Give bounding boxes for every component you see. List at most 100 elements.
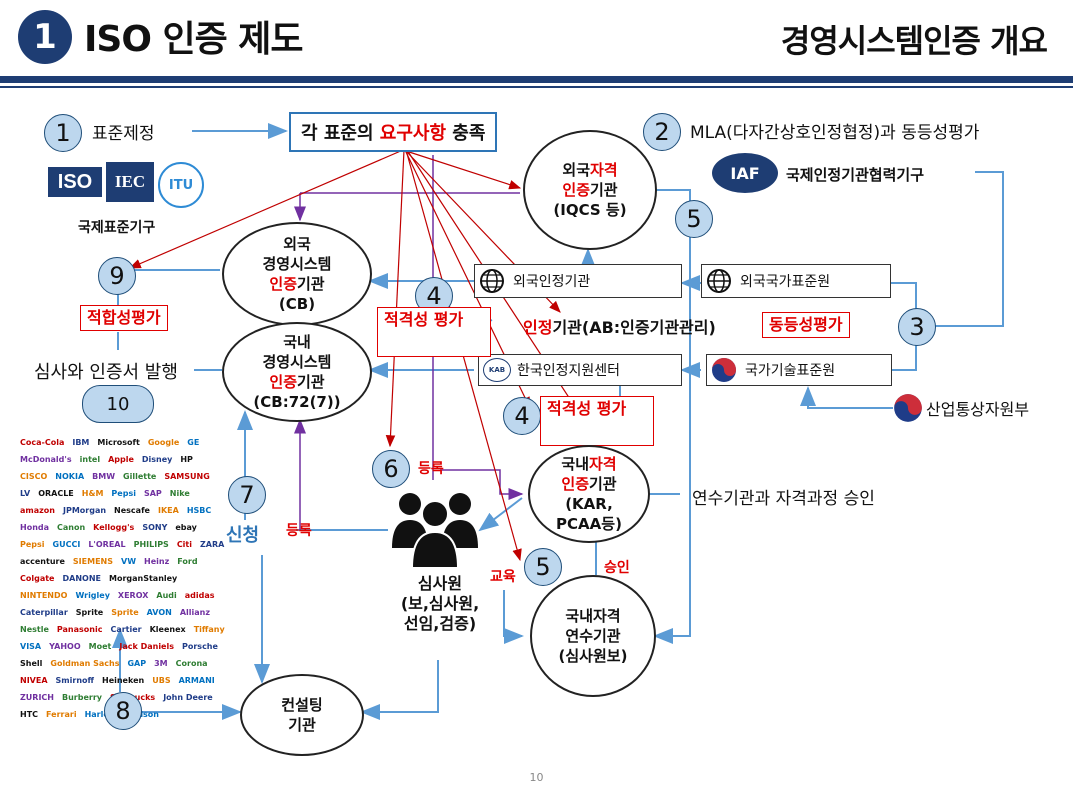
standard-setting-label: 표준제정	[92, 124, 155, 144]
company-logo: AVON	[146, 608, 172, 617]
company-logo: Ferrari	[46, 710, 77, 719]
step-10-badge: 10	[82, 385, 154, 423]
company-logo: ZURICH	[20, 693, 54, 702]
company-logo: Allianz	[179, 608, 211, 617]
company-logo: GE	[187, 438, 200, 447]
fc-line3-rest: 기관	[297, 275, 325, 293]
iso-logo: ISO	[48, 167, 102, 197]
company-logo: Sprite	[75, 608, 104, 617]
header-divider	[0, 76, 1073, 83]
requirements-box: 각 표준의 요구사항 충족	[289, 112, 498, 152]
company-logo: H&M	[81, 489, 104, 498]
company-logo: VISA	[20, 642, 42, 651]
domestic-cert-body: 국내 경영시스템 인증기관 (CB:72(7))	[222, 322, 372, 422]
step-3-badge: 3	[898, 308, 936, 346]
company-logo: NOKIA	[55, 472, 85, 481]
company-logo: ZARA	[200, 540, 225, 549]
company-logo: Disney	[141, 455, 173, 464]
dt-line2: 연수기관	[565, 627, 621, 645]
company-logo: HTC	[20, 710, 39, 719]
company-logo: IBM	[72, 438, 90, 447]
consulting-line2: 기관	[288, 716, 316, 734]
company-logo: Pepsi	[20, 540, 45, 549]
foreign-cert-body: 외국 경영시스템 인증기관 (CB)	[222, 222, 372, 326]
company-logo: Google	[147, 438, 180, 447]
auditor-line3: 선임,검증)	[403, 614, 477, 633]
fc-line1: 외국	[283, 235, 311, 253]
taeguk-icon	[894, 394, 922, 422]
training-approval-label: 연수기관과 자격과정 승인	[692, 489, 875, 509]
company-logo: Nike	[169, 489, 190, 498]
accreditation-body-label: 인정기관(AB:인증기관관리)	[523, 314, 716, 338]
company-logo: UBS	[152, 676, 171, 685]
domestic-qualification-body: 국내자격 인증기관 (KAR, PCAA등)	[528, 445, 650, 543]
dc-line3-rest: 기관	[297, 373, 325, 391]
fq-line2-red: 인증	[562, 181, 590, 199]
company-logo: Apple	[108, 455, 134, 464]
dq-line2-rest: 기관	[589, 475, 617, 493]
dq-line1-a: 국내	[561, 455, 589, 473]
company-logo: YAHOO	[49, 642, 81, 651]
intl-std-org-label: 국제표준기구	[78, 220, 156, 236]
company-logo: Wrigley	[75, 591, 110, 600]
page-number: 10	[529, 771, 544, 784]
foreign-nsb-label: 외국국가표준원	[740, 274, 831, 290]
kab-logo: KAB	[483, 358, 511, 382]
company-logo: GUCCI	[52, 540, 81, 549]
consulting-body: 컨설팅 기관	[240, 674, 364, 756]
company-logo: Tiffany	[193, 625, 225, 634]
company-logo: L'OREAL	[88, 540, 126, 549]
step-8-badge: 8	[104, 692, 142, 730]
section-title: 경영시스템인증 개요	[780, 22, 1048, 60]
register-label-1: 등록	[418, 461, 444, 477]
company-logo: Colgate	[20, 574, 55, 583]
company-logo: Shell	[20, 659, 43, 668]
dq-line3: (KAR,	[565, 495, 613, 513]
company-logo: Kleenex	[149, 625, 186, 634]
company-logo: amazon	[20, 506, 55, 515]
company-logo: 3M	[154, 659, 168, 668]
company-logo: XEROX	[117, 591, 149, 600]
company-logo: John Deere	[163, 693, 213, 702]
company-logo: SAMSUNG	[164, 472, 210, 481]
company-logo: IKEA	[157, 506, 179, 515]
company-logo: LV	[20, 489, 31, 498]
company-logo: Panasonic	[56, 625, 103, 634]
company-logo: Smirnoff	[55, 676, 94, 685]
auditor-line1: 심사원	[417, 574, 463, 593]
company-logo: Coca-Cola	[20, 438, 65, 447]
kats-box: 국가기술표준원	[706, 354, 892, 386]
company-logo: SIEMENS	[72, 557, 113, 566]
step-5-badge-top: 5	[675, 200, 713, 238]
dq-line4: PCAA등)	[556, 515, 622, 533]
auditor-label: 심사원 (보,심사원, 선임,검증)	[380, 574, 500, 634]
company-logo: PHILIPS	[133, 540, 169, 549]
dq-line2-red: 인증	[561, 475, 589, 493]
company-logo: DANONE	[62, 574, 101, 583]
fq-line2-rest: 기관	[590, 181, 618, 199]
accreditation-rest: 기관(AB:인증기관관리)	[552, 318, 716, 337]
company-logo: Cartier	[110, 625, 142, 634]
company-logo: Canon	[57, 523, 86, 532]
company-logo: Porsche	[182, 642, 218, 651]
people-group-icon	[392, 493, 478, 569]
motie-label: 산업통상자원부	[926, 400, 1030, 419]
company-logo: ARMANI	[178, 676, 215, 685]
fq-line3: (IQCS 등)	[553, 201, 627, 219]
dq-line1-red: 자격	[589, 455, 617, 473]
step-9-badge: 9	[98, 257, 136, 295]
conformity-eval-box: 적합성평가	[80, 305, 168, 331]
company-logo: Caterpillar	[20, 608, 68, 617]
company-logo: Heineken	[102, 676, 145, 685]
company-logo: Heinz	[144, 557, 170, 566]
company-logo: HP	[180, 455, 193, 464]
company-logo: ebay	[175, 523, 197, 532]
company-logo: SONY	[142, 523, 168, 532]
mla-label: MLA(다자간상호인정협정)과 동등성평가	[690, 123, 980, 143]
kab-label: 한국인정지원센터	[517, 363, 621, 379]
header-number-badge: 1	[18, 10, 72, 64]
company-logo: intel	[79, 455, 101, 464]
company-logo: SAP	[143, 489, 162, 498]
company-logo: NIVEA	[20, 676, 48, 685]
